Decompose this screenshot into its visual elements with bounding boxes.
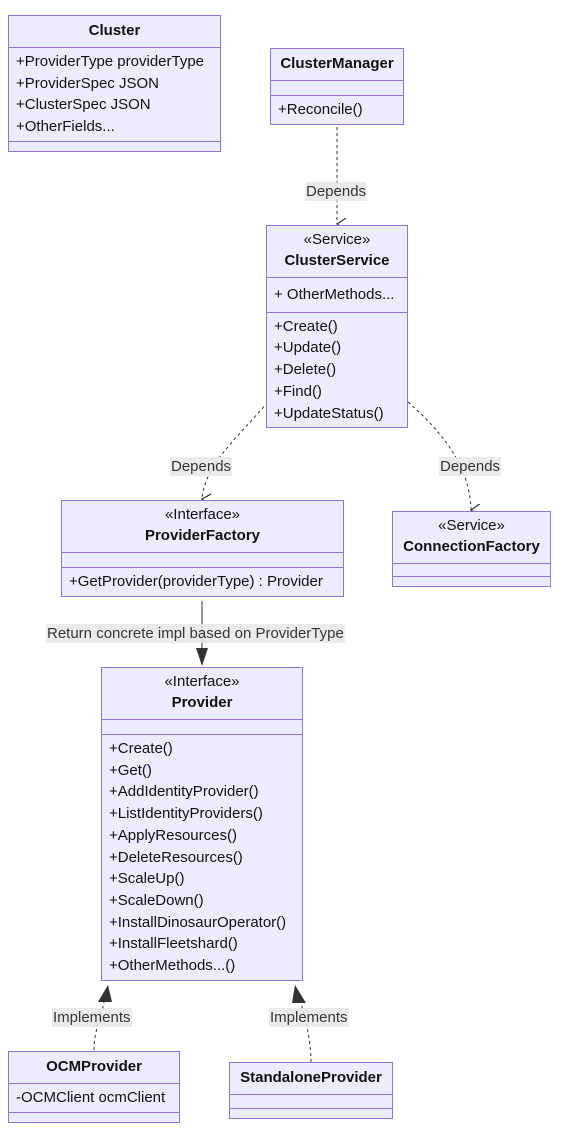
- class-name: Cluster: [88, 22, 141, 39]
- attributes-section: -OCMClient ocmClient: [9, 1083, 179, 1112]
- attributes-section: [393, 563, 550, 576]
- edge-label-service-connection: Depends: [439, 457, 502, 476]
- edge-label-manager-service: Depends: [305, 182, 368, 201]
- method: +Update(): [274, 339, 342, 357]
- attribute: +ProviderSpec JSON: [16, 74, 159, 92]
- class-provider-factory: «Interface» ProviderFactory +GetProvider…: [61, 500, 344, 597]
- attributes-section: [271, 80, 403, 95]
- method: +ApplyResources(): [109, 826, 237, 844]
- edge-label-service-factory: Depends: [170, 457, 233, 476]
- method: +ScaleDown(): [109, 891, 204, 909]
- method: +ScaleUp(): [109, 870, 185, 888]
- stereotype: «Service»: [303, 231, 371, 248]
- method: +ListIdentityProviders(): [109, 805, 263, 823]
- class-cluster: Cluster +ProviderType providerType +Prov…: [8, 15, 221, 152]
- class-name: OCMProvider: [46, 1058, 142, 1075]
- methods-section: [9, 1111, 179, 1122]
- method: +OtherMethods...(): [109, 957, 236, 975]
- attribute: +ProviderType providerType: [16, 53, 205, 70]
- methods-section: +Create() +Update() +Delete() +Find() +U…: [267, 311, 407, 428]
- attributes-section: +ProviderType providerType +ProviderSpec…: [9, 47, 220, 141]
- edge-standalone-provider: [300, 1002, 312, 1063]
- class-provider: «Interface» Provider +Create() +Get() +A…: [101, 667, 303, 981]
- methods-section: +Create() +Get() +AddIdentityProvider() …: [102, 734, 302, 980]
- class-name: ClusterService: [284, 252, 390, 269]
- method: +Create(): [109, 740, 173, 757]
- edge-standalone-provider-arrowhead: [292, 985, 306, 1003]
- attribute: -OCMClient ocmClient: [16, 1089, 166, 1106]
- class-name: StandaloneProvider: [240, 1069, 382, 1086]
- method: +Create(): [274, 317, 338, 335]
- stereotype: «Interface»: [164, 506, 241, 523]
- method: +DeleteResources(): [109, 848, 243, 866]
- class-cluster-service: «Service» ClusterService + OtherMethods.…: [266, 225, 408, 429]
- attributes-section: [230, 1094, 392, 1108]
- method: +InstallFleetshard(): [109, 935, 238, 953]
- methods-section: [9, 140, 220, 151]
- attribute: + OtherMethods...: [274, 286, 395, 303]
- attributes-section: [62, 552, 343, 567]
- class-name: Provider: [171, 694, 233, 711]
- method: +Get(): [109, 761, 152, 779]
- method: +Find(): [274, 382, 322, 400]
- attributes-section: + OtherMethods...: [267, 277, 407, 312]
- class-connection-factory: «Service» ConnectionFactory: [392, 511, 551, 587]
- class-cluster-manager: ClusterManager +Reconcile(): [270, 48, 404, 125]
- edge-label-standalone-implements: Implements: [269, 1008, 349, 1027]
- methods-section: +GetProvider(providerType) : Provider: [62, 567, 343, 596]
- edge-label-factory-provider: Return concrete impl based on ProviderTy…: [46, 624, 345, 643]
- method: +UpdateStatus(): [274, 404, 384, 422]
- method: +AddIdentityProvider(): [109, 783, 259, 801]
- class-name: ProviderFactory: [144, 527, 261, 544]
- method: +GetProvider(providerType) : Provider: [69, 573, 323, 590]
- attributes-section: [102, 719, 302, 734]
- attribute: +ClusterSpec JSON: [16, 96, 151, 114]
- methods-section: +Reconcile(): [271, 95, 403, 124]
- class-name: ClusterManager: [280, 55, 394, 72]
- edge-factory-provider-arrowhead: [196, 648, 208, 666]
- method: +Delete(): [274, 361, 337, 379]
- attribute: +OtherFields...: [16, 118, 115, 136]
- edge-service-connection: [407, 401, 471, 510]
- edge-ocm-provider-arrowhead: [98, 985, 112, 1002]
- stereotype: «Interface»: [164, 673, 240, 690]
- methods-section: [393, 576, 550, 586]
- stereotype: «Service»: [438, 517, 505, 534]
- edge-service-factory: [202, 401, 269, 499]
- class-name: ConnectionFactory: [403, 538, 540, 555]
- edge-label-ocm-implements: Implements: [52, 1008, 132, 1027]
- class-standalone-provider: StandaloneProvider: [229, 1062, 393, 1119]
- method: +InstallDinosaurOperator(): [109, 913, 287, 931]
- method: +Reconcile(): [278, 101, 363, 118]
- class-ocm-provider: OCMProvider -OCMClient ocmClient: [8, 1051, 180, 1123]
- methods-section: [230, 1108, 392, 1118]
